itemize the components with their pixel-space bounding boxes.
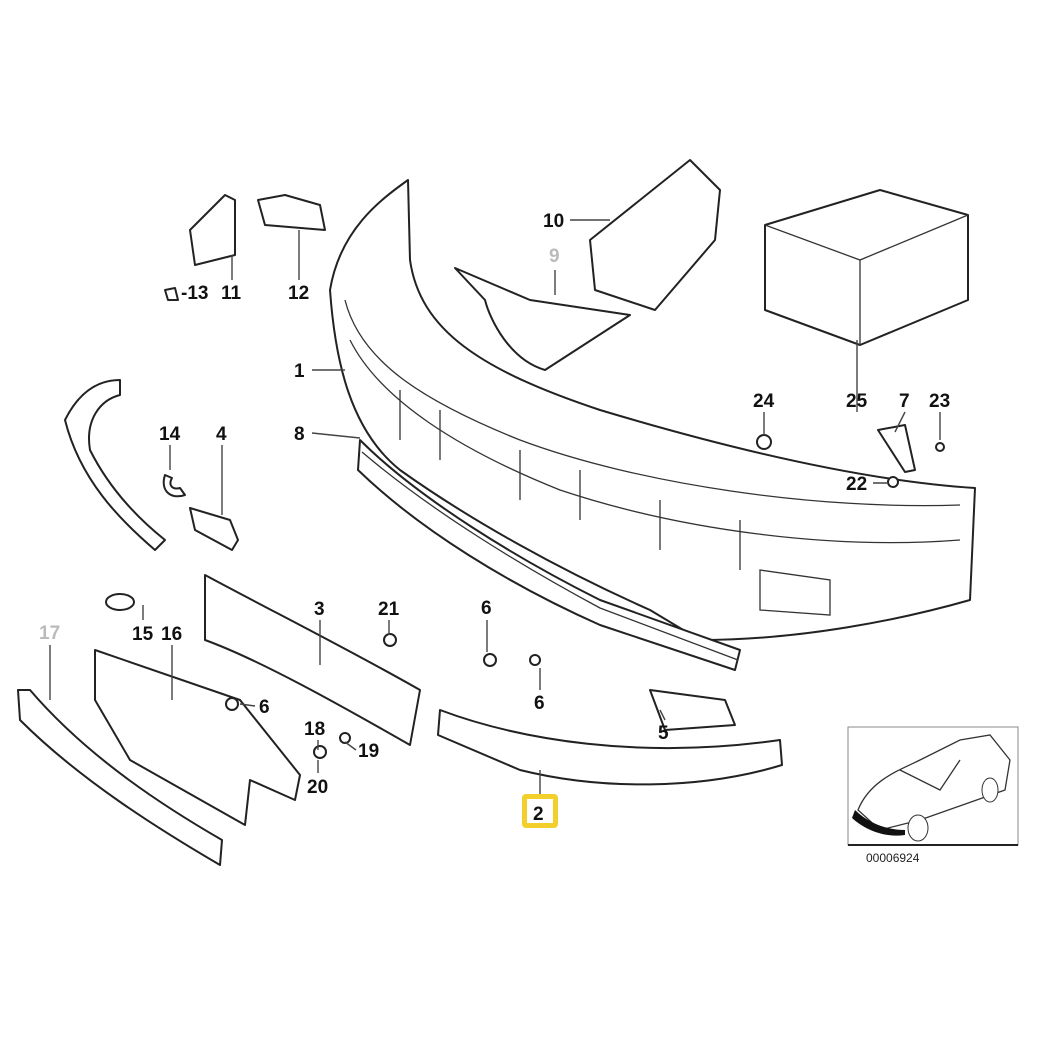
- callout-18[interactable]: 18: [304, 719, 325, 740]
- callout-15[interactable]: 15: [132, 624, 154, 645]
- callout-17[interactable]: 17: [39, 623, 60, 644]
- callout-1[interactable]: 1: [294, 361, 305, 382]
- callout-23[interactable]: 23: [929, 391, 950, 412]
- air-duct-part[interactable]: [589, 159, 721, 311]
- tow-hook-cover-part[interactable]: [649, 689, 736, 731]
- bracket-12-part[interactable]: [257, 194, 326, 231]
- bumper-trim-strip-part[interactable]: [437, 709, 783, 786]
- callout-20[interactable]: 20: [307, 777, 328, 798]
- bracket-11-part[interactable]: [189, 194, 236, 266]
- callout-6[interactable]: 6: [259, 697, 270, 718]
- callout-22[interactable]: 22: [846, 474, 867, 495]
- bracket-part[interactable]: [189, 507, 239, 551]
- lower-grille-part[interactable]: [357, 439, 741, 671]
- highlight-badge-inner: [527, 799, 553, 823]
- callout-10[interactable]: 10: [543, 211, 564, 232]
- callout-6[interactable]: 6: [481, 598, 492, 619]
- callout-19[interactable]: 19: [358, 741, 379, 762]
- bumper-carrier-part[interactable]: [204, 574, 421, 746]
- callout-7[interactable]: 7: [899, 391, 910, 412]
- callout-24[interactable]: 24: [753, 391, 775, 412]
- air-guide-part[interactable]: [454, 267, 631, 371]
- side-trim-part[interactable]: [64, 379, 166, 551]
- callout-6[interactable]: 6: [534, 693, 545, 714]
- license-plate-base-part[interactable]: [94, 649, 301, 826]
- parts-box: [764, 189, 969, 346]
- callout-8[interactable]: 8: [294, 424, 305, 445]
- callout-14[interactable]: 14: [159, 424, 181, 445]
- trim-strip-part[interactable]: [17, 689, 223, 866]
- callout-4[interactable]: 4: [216, 424, 227, 445]
- vehicle-location-inset: 00006924: [847, 726, 1019, 865]
- callout-11[interactable]: 11: [221, 283, 242, 304]
- callout-25[interactable]: 25: [846, 391, 868, 412]
- bracket-7-part[interactable]: [877, 424, 916, 473]
- inset-code: 00006924: [866, 851, 920, 865]
- clip-part[interactable]: [162, 474, 186, 498]
- callout-5[interactable]: 5: [658, 723, 669, 744]
- callout-3[interactable]: 3: [314, 599, 325, 620]
- callout-16[interactable]: 16: [161, 624, 182, 645]
- callout-2[interactable]: 2: [533, 804, 544, 825]
- callout-12[interactable]: 12: [288, 283, 309, 304]
- callout-21[interactable]: 21: [378, 599, 400, 620]
- bumper-cover-part[interactable]: [329, 179, 976, 641]
- car-outline-icon: [857, 734, 1011, 831]
- leader-lines: [49, 219, 941, 797]
- callout-13[interactable]: -13: [181, 283, 208, 304]
- callout-9[interactable]: 9: [549, 246, 560, 267]
- fasteners: [105, 287, 945, 759]
